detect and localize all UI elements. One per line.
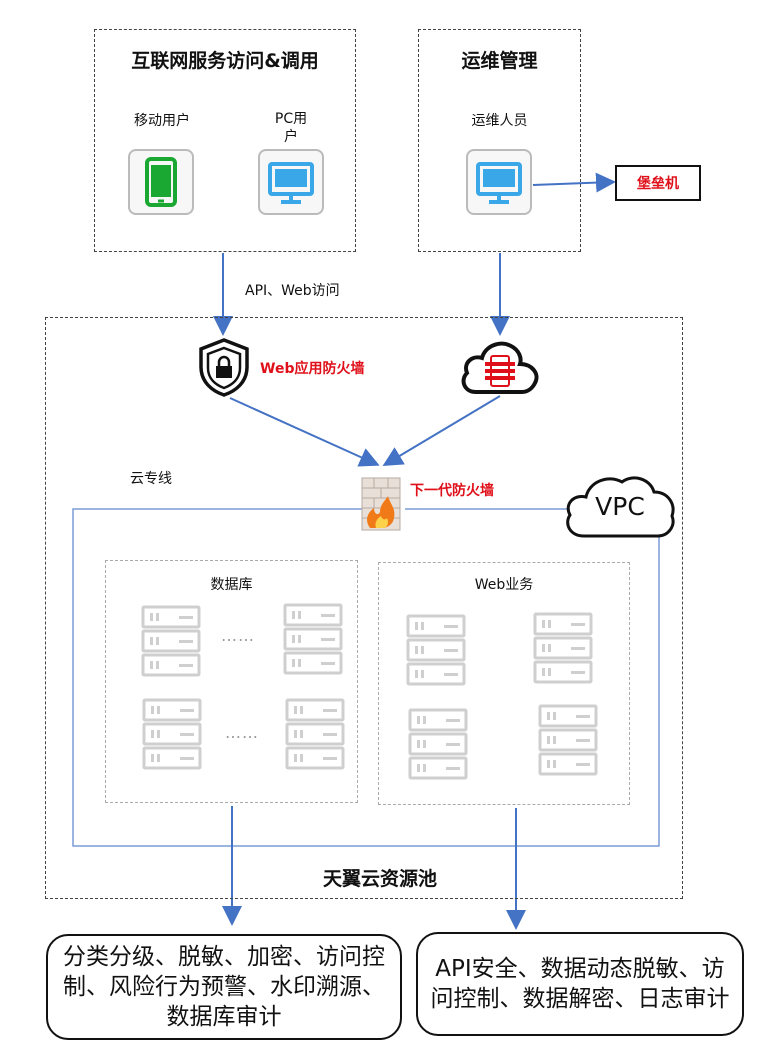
database-group-title: 数据库	[210, 577, 253, 593]
cloud-gateway-icon	[458, 336, 542, 398]
mobile-user-label: 移动用户	[134, 113, 190, 129]
database-group	[105, 560, 358, 803]
database-security-capabilities: 分类分级、脱敏、加密、访问控制、风险行为预警、水印溯源、数据库审计	[46, 934, 402, 1040]
arrow-waf-to-ngfw	[229, 397, 380, 467]
server-rack-icon	[285, 698, 347, 774]
ops-staff-label: 运维人员	[471, 113, 528, 129]
db-ellipsis-top: ……	[221, 626, 255, 645]
vpc-label: VPC	[595, 492, 645, 521]
arrow-gateway-to-ngfw	[382, 395, 501, 467]
web-security-capabilities: API安全、数据动态脱敏、访问控制、数据解密、日志审计	[416, 932, 744, 1036]
pc-user-label: PC用 户	[274, 111, 308, 145]
server-rack-icon	[533, 612, 595, 688]
pc-user-icon	[258, 149, 324, 215]
api-web-access-label: API、Web访问	[245, 283, 340, 299]
db-ellipsis-bottom: ……	[225, 723, 259, 742]
bastion-host-label: 堡垒机	[637, 176, 679, 192]
vpc-cloud-icon: VPC	[562, 470, 678, 540]
web-business-group-title: Web业务	[474, 577, 534, 593]
mobile-user-icon	[128, 149, 194, 215]
ops-group-title: 运维管理	[461, 50, 538, 72]
server-rack-icon	[141, 605, 203, 681]
next-gen-firewall-icon	[356, 470, 406, 532]
database-security-text: 分类分级、脱敏、加密、访问控制、风险行为预警、水印溯源、数据库审计	[63, 944, 385, 1030]
ops-pc-icon	[466, 149, 532, 215]
server-rack-icon	[283, 603, 345, 679]
ops-management-group	[418, 29, 581, 252]
internet-group-title: 互联网服务访问&调用	[131, 50, 319, 72]
next-gen-firewall-label: 下一代防火墙	[410, 483, 494, 499]
server-rack-icon	[406, 614, 468, 690]
server-rack-icon	[408, 708, 470, 784]
internet-access-group	[94, 29, 356, 252]
tianyi-cloud-pool	[45, 317, 683, 899]
server-rack-icon	[538, 704, 600, 780]
arrow-ops-to-bastion	[532, 172, 616, 193]
web-app-firewall-icon	[196, 337, 252, 397]
web-business-group	[378, 562, 630, 805]
bastion-host-box: 堡垒机	[615, 165, 701, 201]
cloud-dedicated-line-label: 云专线	[130, 471, 172, 487]
tianyi-cloud-pool-title: 天翼云资源池	[322, 868, 437, 890]
server-rack-icon	[142, 698, 204, 774]
web-security-text: API安全、数据动态脱敏、访问控制、数据解密、日志审计	[430, 956, 730, 1012]
web-app-firewall-label: Web应用防火墙	[260, 361, 365, 377]
